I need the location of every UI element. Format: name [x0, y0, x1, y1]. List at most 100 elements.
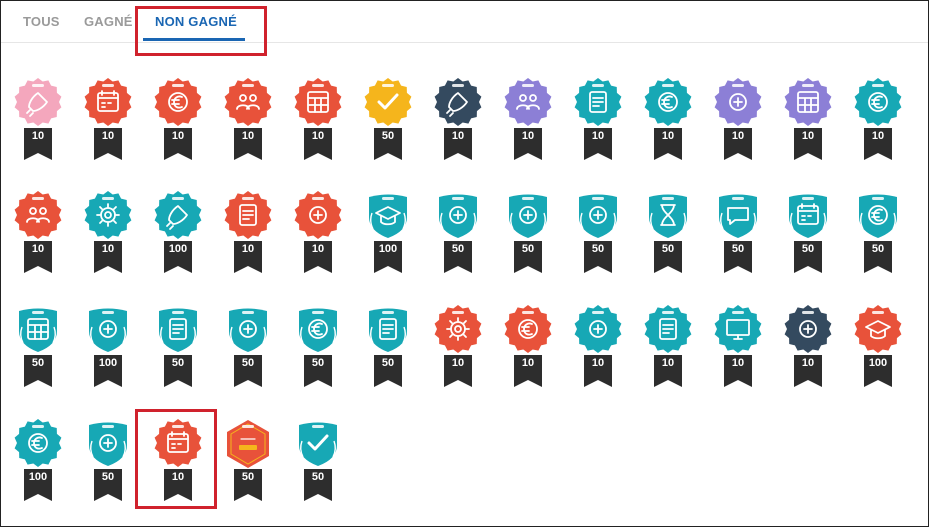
badge-item[interactable]: 50 [293, 419, 343, 505]
badge-item[interactable]: 10 [643, 305, 693, 391]
badge-item[interactable]: 10 [293, 78, 343, 164]
tab-non-gagne[interactable]: NON GAGNÉ [155, 14, 237, 29]
badge-item[interactable]: 10 [573, 305, 623, 391]
badge-points: 100 [28, 471, 48, 483]
id-card-euro-icon [166, 90, 190, 114]
badge-shield-shape [649, 194, 687, 238]
rocket-icon [446, 90, 470, 114]
badge-points: 50 [31, 357, 45, 369]
chat-bubble-icon [726, 203, 750, 227]
badge-points: 10 [591, 357, 605, 369]
badge-points: 100 [98, 357, 118, 369]
checklist-icon [376, 90, 400, 114]
badge-item[interactable]: 10 [503, 305, 553, 391]
badge-rosette-shape [434, 305, 482, 353]
badge-item[interactable]: 10 [83, 191, 133, 277]
badge-item[interactable]: 100 [83, 305, 133, 391]
badge-points: 10 [101, 130, 115, 142]
magnifier-euro-icon [516, 317, 540, 341]
badge-rosette-shape [854, 78, 902, 126]
badge-rosette-shape [294, 78, 342, 126]
badge-item[interactable]: 100 [13, 419, 63, 505]
badge-item[interactable]: 10 [713, 78, 763, 164]
badge-item[interactable]: 100 [153, 191, 203, 277]
tab-gagne[interactable]: GAGNÉ [84, 14, 133, 29]
badge-item[interactable]: 10 [503, 78, 553, 164]
badge-rosette-shape [504, 78, 552, 126]
badge-points: 50 [661, 243, 675, 255]
tab-tous[interactable]: TOUS [23, 14, 60, 29]
badge-item[interactable]: 10 [293, 191, 343, 277]
badge-item[interactable]: 50 [783, 191, 833, 277]
calculator-icon [26, 317, 50, 341]
clipboard-stethoscope-icon [236, 203, 260, 227]
badge-item[interactable]: 10 [13, 78, 63, 164]
badge-item[interactable]: 50 [573, 191, 623, 277]
graduation-cap-icon [376, 203, 400, 227]
badge-item[interactable]: 50 [713, 191, 763, 277]
badge-item[interactable]: 50 [643, 191, 693, 277]
badge-item[interactable]: 10 [643, 78, 693, 164]
badge-item[interactable]: 10 [433, 305, 483, 391]
badge-item[interactable]: 100 [363, 191, 413, 277]
badge-shield-shape [369, 308, 407, 352]
badge-item[interactable]: 50 [293, 305, 343, 391]
badge-points: 10 [801, 357, 815, 369]
gift-icon [446, 203, 470, 227]
badge-shield-shape [19, 308, 57, 352]
folder-icon [376, 317, 400, 341]
badge-points: 10 [521, 357, 535, 369]
badge-points: 10 [101, 243, 115, 255]
badge-item[interactable]: 10 [153, 78, 203, 164]
badge-rosette-shape [784, 305, 832, 353]
badge-points: 100 [378, 243, 398, 255]
rocket-icon [166, 203, 190, 227]
cart-icon [586, 203, 610, 227]
badge-item[interactable]: 10 [783, 305, 833, 391]
badge-item[interactable]: 50 [433, 191, 483, 277]
badge-item[interactable]: 50 [223, 419, 273, 505]
badge-shield-shape [299, 422, 337, 466]
badge-item[interactable]: 10 [853, 78, 903, 164]
badge-points: 100 [868, 357, 888, 369]
badge-item[interactable]: 50 [83, 419, 133, 505]
calendar-icon [96, 90, 120, 114]
hourglass-icon [656, 203, 680, 227]
badge-rosette-shape [644, 305, 692, 353]
badge-points: 10 [871, 130, 885, 142]
badge-points: 50 [801, 243, 815, 255]
badge-item[interactable]: 10 [783, 78, 833, 164]
badge-item[interactable]: 10 [223, 191, 273, 277]
badge-item[interactable]: 10 [153, 419, 203, 505]
badge-item[interactable]: 10 [713, 305, 763, 391]
badge-item[interactable]: 50 [363, 78, 413, 164]
badge-item[interactable]: 50 [853, 191, 903, 277]
badge-points: 50 [381, 130, 395, 142]
badge-item[interactable]: 50 [503, 191, 553, 277]
badge-item[interactable]: 10 [223, 78, 273, 164]
badge-item[interactable]: 50 [13, 305, 63, 391]
badge-points: 10 [31, 130, 45, 142]
badge-item[interactable]: 10 [83, 78, 133, 164]
badge-item[interactable]: 10 [433, 78, 483, 164]
badge-points: 10 [591, 130, 605, 142]
badge-rosette-shape [84, 78, 132, 126]
table-grid-icon [306, 90, 330, 114]
team-icon [516, 90, 540, 114]
badge-item[interactable]: 50 [153, 305, 203, 391]
badge-points: 50 [311, 357, 325, 369]
handshake-icon [306, 203, 330, 227]
badge-points: 10 [171, 471, 185, 483]
badge-item[interactable]: 50 [223, 305, 273, 391]
badge-item[interactable]: 10 [573, 78, 623, 164]
badge-item[interactable]: 50 [363, 305, 413, 391]
badge-rosette-shape [854, 305, 902, 353]
badge-item[interactable]: 100 [853, 305, 903, 391]
highlight-box-badge [135, 409, 217, 509]
badge-points: 10 [801, 130, 815, 142]
community-hands-icon [26, 203, 50, 227]
badge-rosette-shape [714, 305, 762, 353]
badge-item[interactable]: 10 [13, 191, 63, 277]
badge-points: 10 [661, 130, 675, 142]
